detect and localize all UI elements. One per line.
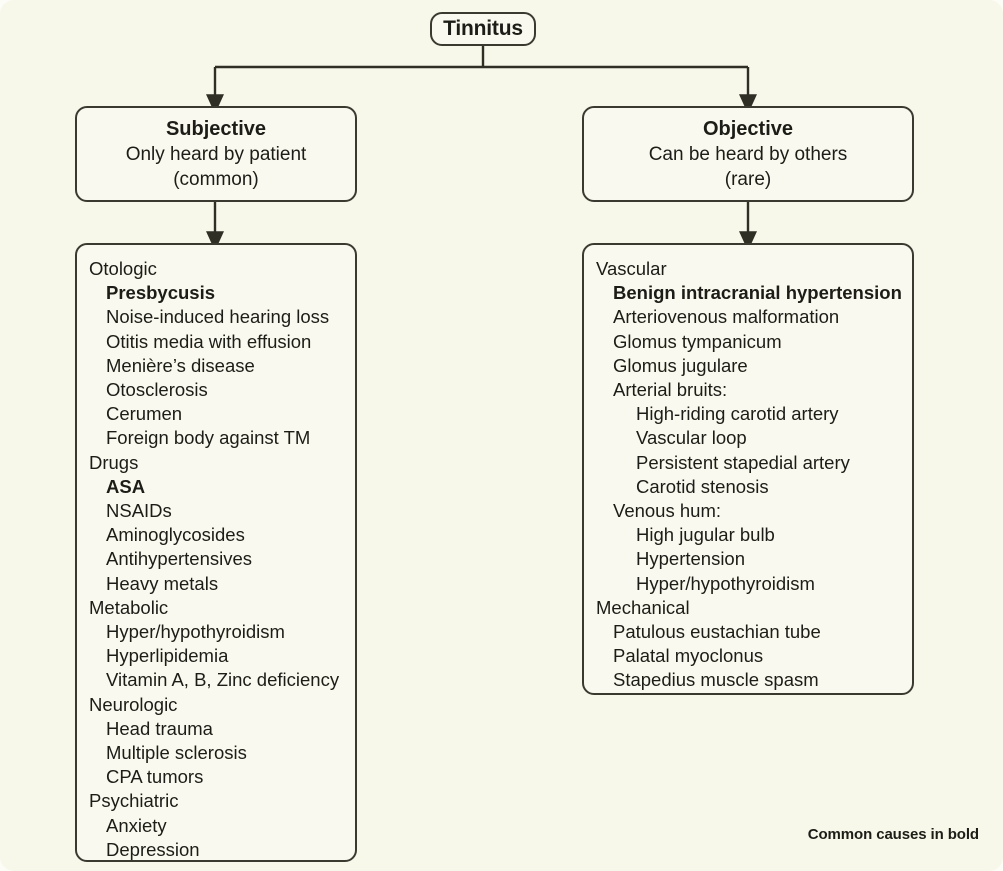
cause-item: Vascular: [596, 258, 667, 279]
cause-item: Arteriovenous malformation: [613, 306, 840, 328]
node-subjective-line1: Only heard by patient: [125, 143, 307, 165]
cause-item: Metabolic: [89, 596, 169, 618]
cause-item: High jugular bulb: [636, 524, 775, 546]
cause-item: Venous hum:: [613, 500, 721, 522]
cause-item: High-riding carotid artery: [636, 403, 839, 425]
cause-item: Hyper/hypothyroidism: [106, 621, 285, 643]
cause-item: Aminoglycosides: [106, 524, 245, 546]
cause-item: Menière’s disease: [106, 354, 255, 376]
cause-item: Hyper/hypothyroidism: [636, 572, 815, 594]
cause-item: Hyperlipidemia: [106, 645, 229, 667]
cause-item: Antihypertensives: [106, 548, 253, 570]
legend-footnote: Common causes in bold: [807, 826, 979, 843]
node-subjective: Subjective Only heard by patient (common…: [75, 106, 357, 202]
cause-item: ASA: [106, 475, 146, 497]
cause-item: Arterial bruits:: [613, 379, 728, 401]
cause-item: Hypertension: [636, 548, 746, 570]
cause-item: Stapedius muscle spasm: [613, 669, 819, 691]
cause-item: Vascular loop: [636, 427, 747, 449]
cause-item: Multiple sclerosis: [106, 742, 247, 764]
cause-item: Noise-induced hearing loss: [106, 306, 330, 328]
cause-item: NSAIDs: [106, 500, 172, 522]
node-tinnitus-label: Tinnitus: [443, 17, 523, 40]
node-objective: Objective Can be heard by others (rare): [582, 106, 914, 202]
cause-item: Psychiatric: [89, 790, 179, 812]
node-subjective-title: Subjective: [165, 117, 267, 140]
node-subjective-line2: (common): [173, 168, 259, 190]
cause-item: Patulous eustachian tube: [613, 621, 821, 643]
cause-item: Persistent stapedial artery: [636, 451, 850, 473]
cause-item: Benign intracranial hypertension: [613, 282, 902, 304]
cause-item: CPA tumors: [106, 766, 204, 788]
cause-item: Otosclerosis: [106, 379, 208, 401]
cause-item: Head trauma: [106, 717, 213, 739]
cause-item: Vitamin A, B, Zinc deficiency: [106, 669, 340, 691]
cause-item: Neurologic: [89, 693, 178, 715]
cause-item: Depression: [106, 838, 200, 860]
cause-item: Carotid stenosis: [636, 475, 769, 497]
cause-item: Mechanical: [596, 596, 690, 618]
node-tinnitus: Tinnitus: [430, 12, 536, 46]
node-objective-line1: Can be heard by others: [648, 143, 848, 165]
cause-item: Palatal myoclonus: [613, 645, 764, 667]
cause-item: Anxiety: [106, 814, 167, 836]
cause-item: Glomus tympanicum: [613, 330, 782, 352]
cause-item: Heavy metals: [106, 572, 219, 594]
cause-item: Presbycusis: [106, 282, 216, 304]
cause-item: Cerumen: [106, 403, 183, 425]
cause-item: Otitis media with effusion: [106, 330, 312, 352]
node-objective-line2: (rare): [724, 168, 772, 190]
cause-item: Drugs: [89, 451, 139, 473]
cause-item: Foreign body against TM: [106, 427, 311, 449]
node-objective-title: Objective: [702, 117, 794, 140]
cause-item: Glomus jugulare: [613, 354, 748, 376]
cause-item: Otologic: [89, 258, 157, 279]
